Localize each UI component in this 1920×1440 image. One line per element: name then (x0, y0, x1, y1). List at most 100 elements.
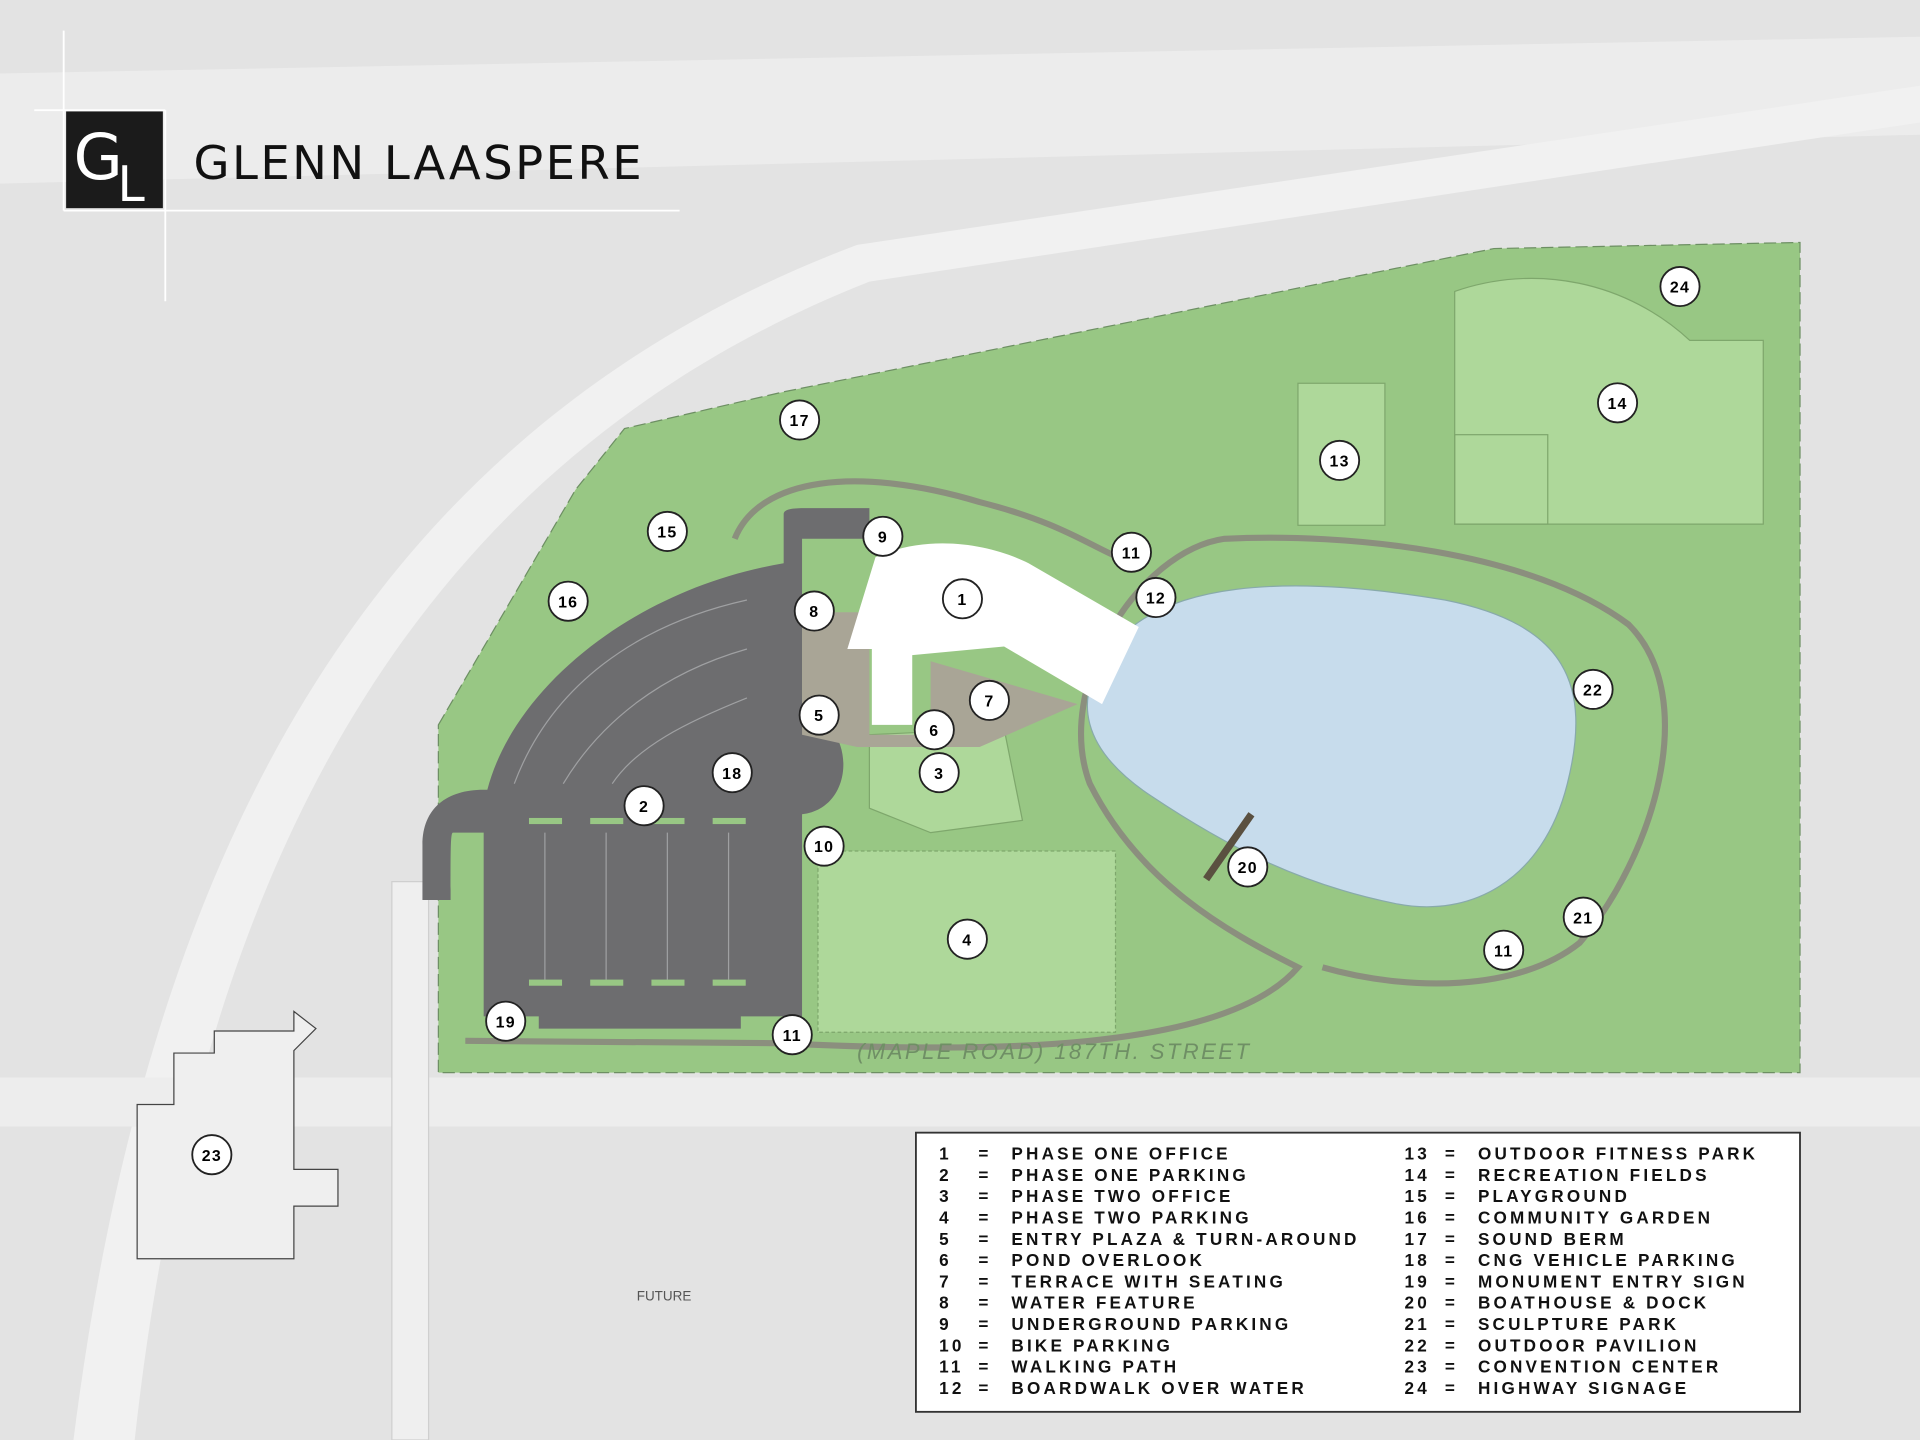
legend-equals: = (978, 1335, 991, 1355)
marker-label: 9 (878, 529, 888, 546)
marker-circle (1562, 896, 1604, 938)
legend-equals: = (1445, 1186, 1458, 1206)
marker-label: 23 (202, 1148, 222, 1165)
marker-label: 11 (1122, 545, 1141, 562)
legend-equals: = (1445, 1314, 1458, 1334)
marker-circle (918, 752, 960, 794)
marker-circle (1597, 382, 1639, 424)
marker-11: 11 (771, 1014, 813, 1056)
legend-number: 5 (939, 1229, 952, 1249)
marker-circle (1572, 668, 1614, 710)
legend-name: PHASE TWO OFFICE (1011, 1186, 1233, 1206)
legend-name: POND OVERLOOK (1011, 1250, 1205, 1270)
marker-13: 13 (1319, 439, 1361, 481)
marker-4: 4 (946, 918, 988, 960)
phase-one-parking (422, 508, 870, 1029)
legend-name: PHASE TWO PARKING (1011, 1208, 1251, 1228)
legend-equals: = (978, 1186, 991, 1206)
legend-number: 3 (939, 1186, 952, 1206)
legend-equals: = (1445, 1357, 1458, 1377)
legend-number: 24 (1404, 1378, 1429, 1398)
legend-number: 6 (939, 1250, 952, 1270)
legend-name: PLAYGROUND (1478, 1186, 1630, 1206)
marker-circle (547, 580, 589, 622)
legend-name: UNDERGROUND PARKING (1011, 1314, 1291, 1334)
marker-label: 13 (1330, 454, 1350, 471)
marker-label: 11 (783, 1028, 802, 1045)
legend-equals: = (1445, 1165, 1458, 1185)
marker-18: 18 (711, 752, 753, 794)
marker-label: 11 (1494, 943, 1513, 960)
marker-label: 14 (1607, 396, 1627, 413)
legend-box (915, 1131, 1801, 1413)
parking-stalls (513, 599, 748, 980)
brand-name: GLENN LAASPERE (193, 136, 644, 190)
marker-2: 2 (623, 785, 665, 827)
legend-equals: = (978, 1208, 991, 1228)
legend-number: 18 (1404, 1250, 1429, 1270)
marker-label: 16 (558, 594, 578, 611)
logo-letter-g: G (73, 121, 122, 195)
legend-number: 20 (1404, 1293, 1429, 1313)
ball-diamond (1454, 434, 1549, 525)
marker-label: 17 (790, 413, 810, 430)
legend-name: BOARDWALK OVER WATER (1011, 1378, 1306, 1398)
road-label: (MAPLE ROAD) 187TH. STREET (857, 1039, 1251, 1064)
marker-circle (913, 709, 955, 751)
legend-equals: = (978, 1144, 991, 1164)
legend-name: OUTDOOR PAVILION (1478, 1335, 1700, 1355)
legend-equals: = (1445, 1229, 1458, 1249)
legend-name: WATER FEATURE (1011, 1293, 1197, 1313)
legend-number: 10 (939, 1335, 964, 1355)
marker-label: 12 (1146, 591, 1166, 608)
marker-circle (862, 515, 904, 557)
brand-header: G L GLENN LAASPERE (34, 30, 680, 302)
marker-label: 22 (1583, 683, 1603, 700)
legend-name: PHASE ONE OFFICE (1011, 1144, 1230, 1164)
side-road (391, 881, 430, 1440)
legend-name: SCULPTURE PARK (1478, 1314, 1679, 1334)
legend-name: BOATHOUSE & DOCK (1478, 1293, 1709, 1313)
marker-label: 18 (722, 766, 742, 783)
marker-14: 14 (1597, 382, 1639, 424)
legend-equals: = (978, 1293, 991, 1313)
marker-label: 20 (1238, 860, 1258, 877)
legend-equals: = (978, 1314, 991, 1334)
marker-label: 1 (957, 592, 967, 609)
marker-label: 19 (496, 1014, 516, 1031)
marker-circle (798, 694, 840, 736)
marker-8: 8 (793, 590, 835, 632)
legend-equals: = (1445, 1250, 1458, 1270)
street (0, 1077, 1920, 1127)
marker-10: 10 (803, 825, 845, 867)
legend-name: HIGHWAY SIGNAGE (1478, 1378, 1689, 1398)
legend-number: 8 (939, 1293, 952, 1313)
legend-number: 23 (1404, 1357, 1429, 1377)
marker-21: 21 (1562, 896, 1604, 938)
marker-11: 11 (1110, 531, 1152, 573)
marker-circle (646, 510, 688, 552)
marker-circle (1659, 266, 1701, 308)
legend-number: 13 (1404, 1144, 1429, 1164)
legend-equals: = (1445, 1293, 1458, 1313)
legend-number: 12 (939, 1378, 964, 1398)
marker-label: 24 (1670, 280, 1690, 297)
marker-circle (771, 1014, 813, 1056)
legend-equals: = (978, 1165, 991, 1185)
legend-number: 4 (939, 1208, 952, 1228)
marker-6: 6 (913, 709, 955, 751)
marker-7: 7 (968, 679, 1010, 721)
marker-24: 24 (1659, 266, 1701, 308)
legend-number: 11 (939, 1357, 963, 1377)
marker-circle (946, 918, 988, 960)
marker-16: 16 (547, 580, 589, 622)
legend-name: OUTDOOR FITNESS PARK (1478, 1144, 1758, 1164)
marker-label: 7 (984, 694, 994, 711)
marker-12: 12 (1135, 577, 1177, 619)
marker-23: 23 (191, 1134, 233, 1176)
marker-5: 5 (798, 694, 840, 736)
marker-circle (623, 785, 665, 827)
marker-label: 2 (639, 799, 649, 816)
legend-number: 19 (1404, 1271, 1429, 1291)
